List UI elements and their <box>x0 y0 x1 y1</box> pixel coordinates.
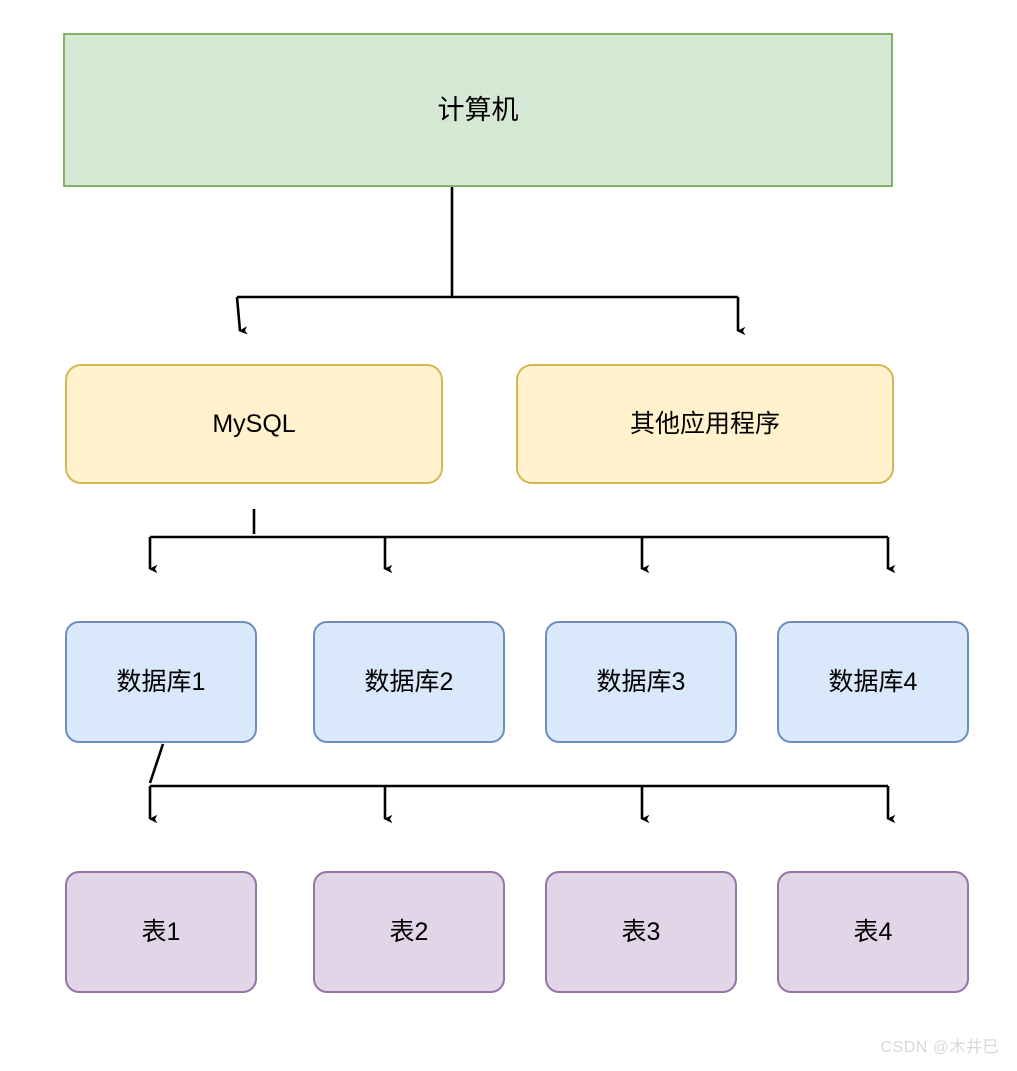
node-table-2-label: 表2 <box>389 918 429 946</box>
connector-mysql-to-databases <box>148 509 896 574</box>
node-table-3-label: 表3 <box>621 918 661 946</box>
connector-computer-to-applications <box>235 187 746 336</box>
node-database-4[interactable]: 数据库4 <box>777 621 969 743</box>
node-database-4-label: 数据库4 <box>828 668 918 696</box>
node-table-1-label: 表1 <box>141 918 181 946</box>
node-database-3-label: 数据库3 <box>596 668 686 696</box>
node-table-2[interactable]: 表2 <box>313 871 505 993</box>
node-database-2-label: 数据库2 <box>364 668 454 696</box>
watermark: CSDN @木井巳 <box>880 1039 999 1056</box>
node-database-1-label: 数据库1 <box>116 668 206 696</box>
node-database-1[interactable]: 数据库1 <box>65 621 257 743</box>
node-database-2[interactable]: 数据库2 <box>313 621 505 743</box>
connector-database1-to-tables <box>148 743 896 824</box>
node-mysql-label: MySQL <box>212 410 296 438</box>
node-mysql[interactable]: MySQL <box>65 364 443 484</box>
node-database-3[interactable]: 数据库3 <box>545 621 737 743</box>
node-table-4-label: 表4 <box>853 918 893 946</box>
node-computer[interactable]: 计算机 <box>63 33 893 187</box>
node-other-applications[interactable]: 其他应用程序 <box>516 364 894 484</box>
node-table-3[interactable]: 表3 <box>545 871 737 993</box>
node-other-applications-label: 其他应用程序 <box>629 410 780 438</box>
node-table-1[interactable]: 表1 <box>65 871 257 993</box>
node-computer-label: 计算机 <box>437 94 519 125</box>
node-table-4[interactable]: 表4 <box>777 871 969 993</box>
